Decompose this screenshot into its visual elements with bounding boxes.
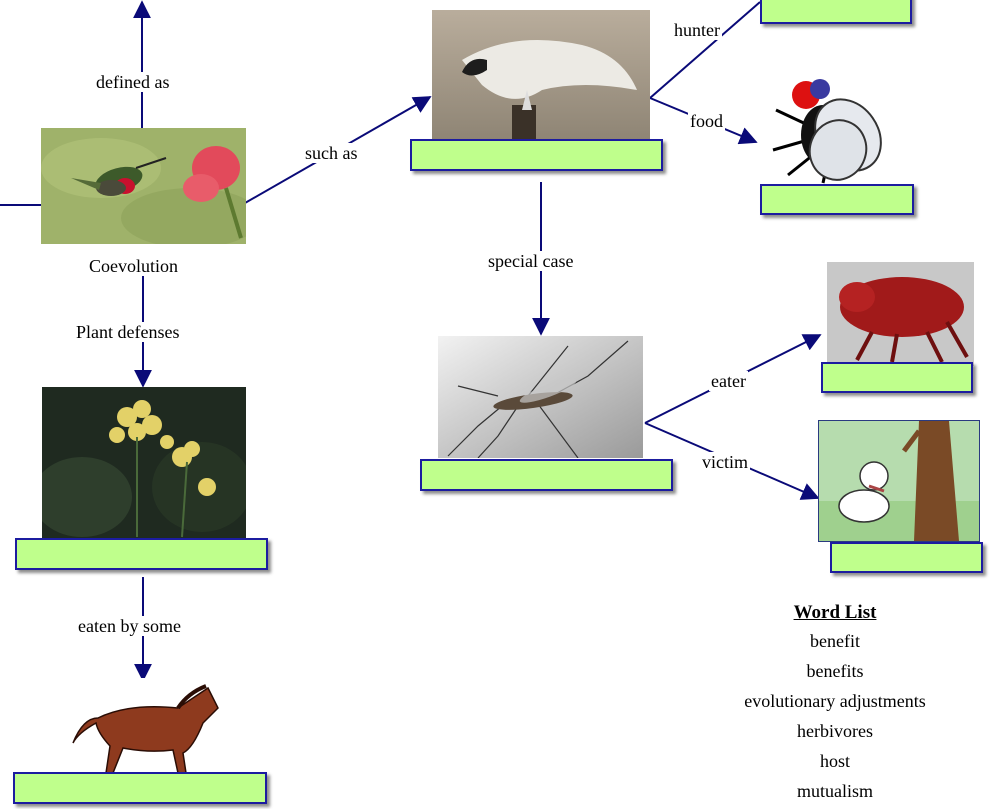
word-list-item: benefits	[700, 656, 970, 686]
housefly-image	[768, 65, 888, 185]
word-list-title: Word List	[700, 600, 970, 626]
edge-label-special-case: special case	[486, 251, 575, 271]
answer-box-dog[interactable]	[830, 542, 983, 573]
edge-label-victim: victim	[700, 452, 750, 472]
edge-label-eater: eater	[709, 371, 748, 391]
answer-box-plant[interactable]	[15, 538, 268, 570]
word-list-item: herbivores	[700, 716, 970, 746]
edge-label-hunter: hunter	[672, 20, 722, 40]
edge-label-defined-as: defined as	[94, 72, 171, 92]
answer-box-hunter[interactable]	[760, 0, 912, 24]
word-list-item: host	[700, 746, 970, 776]
word-list-item: mutualism	[700, 776, 970, 806]
edge-label-food: food	[688, 111, 725, 131]
edge-label-such-as: such as	[303, 143, 360, 163]
answer-box-bird[interactable]	[410, 139, 663, 171]
answer-box-flea[interactable]	[821, 362, 973, 393]
hummingbird-flower-image	[41, 128, 246, 244]
word-list-item: benefit	[700, 626, 970, 656]
answer-box-mosquito[interactable]	[420, 459, 673, 491]
answer-box-fly[interactable]	[760, 184, 914, 215]
scratching-dog-image	[818, 420, 980, 542]
edge-label-eaten-by-some: eaten by some	[76, 616, 183, 636]
edge-hunter-line	[650, 2, 760, 98]
flea-image	[827, 262, 974, 366]
mosquito-image	[438, 336, 643, 458]
flowering-plant-image	[42, 387, 246, 542]
white-bird-image	[432, 10, 650, 142]
word-list: Word List benefit benefits evolutionary …	[700, 600, 970, 806]
coevolution-caption: Coevolution	[87, 256, 180, 276]
horse-image	[68, 678, 220, 773]
word-list-item: evolutionary adjustments	[700, 686, 970, 716]
answer-box-horse[interactable]	[13, 772, 267, 804]
edge-label-plant-defenses: Plant defenses	[74, 322, 181, 342]
